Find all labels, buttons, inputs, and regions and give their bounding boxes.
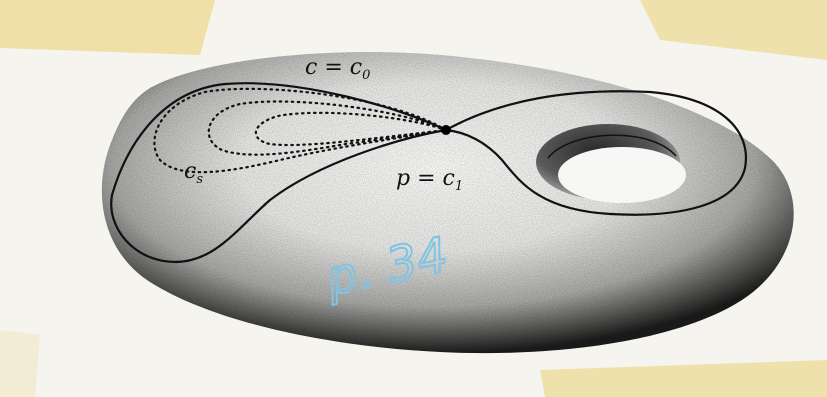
svg-text:c = c0: c = c0 (305, 55, 370, 83)
label-top-curve-sub: 0 (362, 68, 370, 83)
critical-point-marker (441, 125, 451, 135)
label-left-region-sub: s (196, 172, 203, 187)
tape-strip-top-left (0, 0, 215, 55)
label-critical-point-sub: 1 (455, 179, 463, 194)
label-top-curve-main: c = c (305, 55, 362, 80)
label-left-region-main: c (184, 159, 196, 184)
label-critical-point-main: p = c (396, 166, 455, 191)
handle-hole-interior (558, 147, 686, 203)
label-top-curve: c = c0 (305, 55, 370, 83)
tape-strip-bottom-left (0, 330, 40, 397)
label-critical-point: p = c1 (396, 166, 463, 194)
svg-text:p = c1: p = c1 (396, 166, 463, 194)
